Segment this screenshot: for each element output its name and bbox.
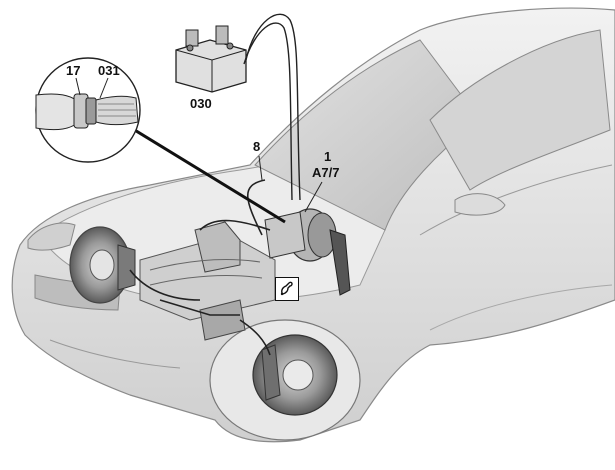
front-right-wheel <box>209 319 361 441</box>
bleeder-unit-030 <box>175 25 247 93</box>
callout-leaders <box>258 155 323 213</box>
wrench-symbol-icon <box>275 277 299 301</box>
callout-031: 031 <box>98 63 120 78</box>
leader-line <box>114 116 286 224</box>
callout-17: 17 <box>66 63 81 78</box>
callout-a7-7: A7/7 <box>312 165 340 180</box>
callout-8: 8 <box>253 139 261 154</box>
front-left-brake-disc <box>69 226 136 304</box>
brake-lines <box>129 179 271 356</box>
callout-030: 030 <box>190 96 212 111</box>
callout-1: 1 <box>324 149 332 164</box>
bleeder-hoses <box>243 13 301 201</box>
engine-block <box>139 221 276 341</box>
detail-inset <box>35 57 141 163</box>
brake-booster <box>264 208 351 296</box>
